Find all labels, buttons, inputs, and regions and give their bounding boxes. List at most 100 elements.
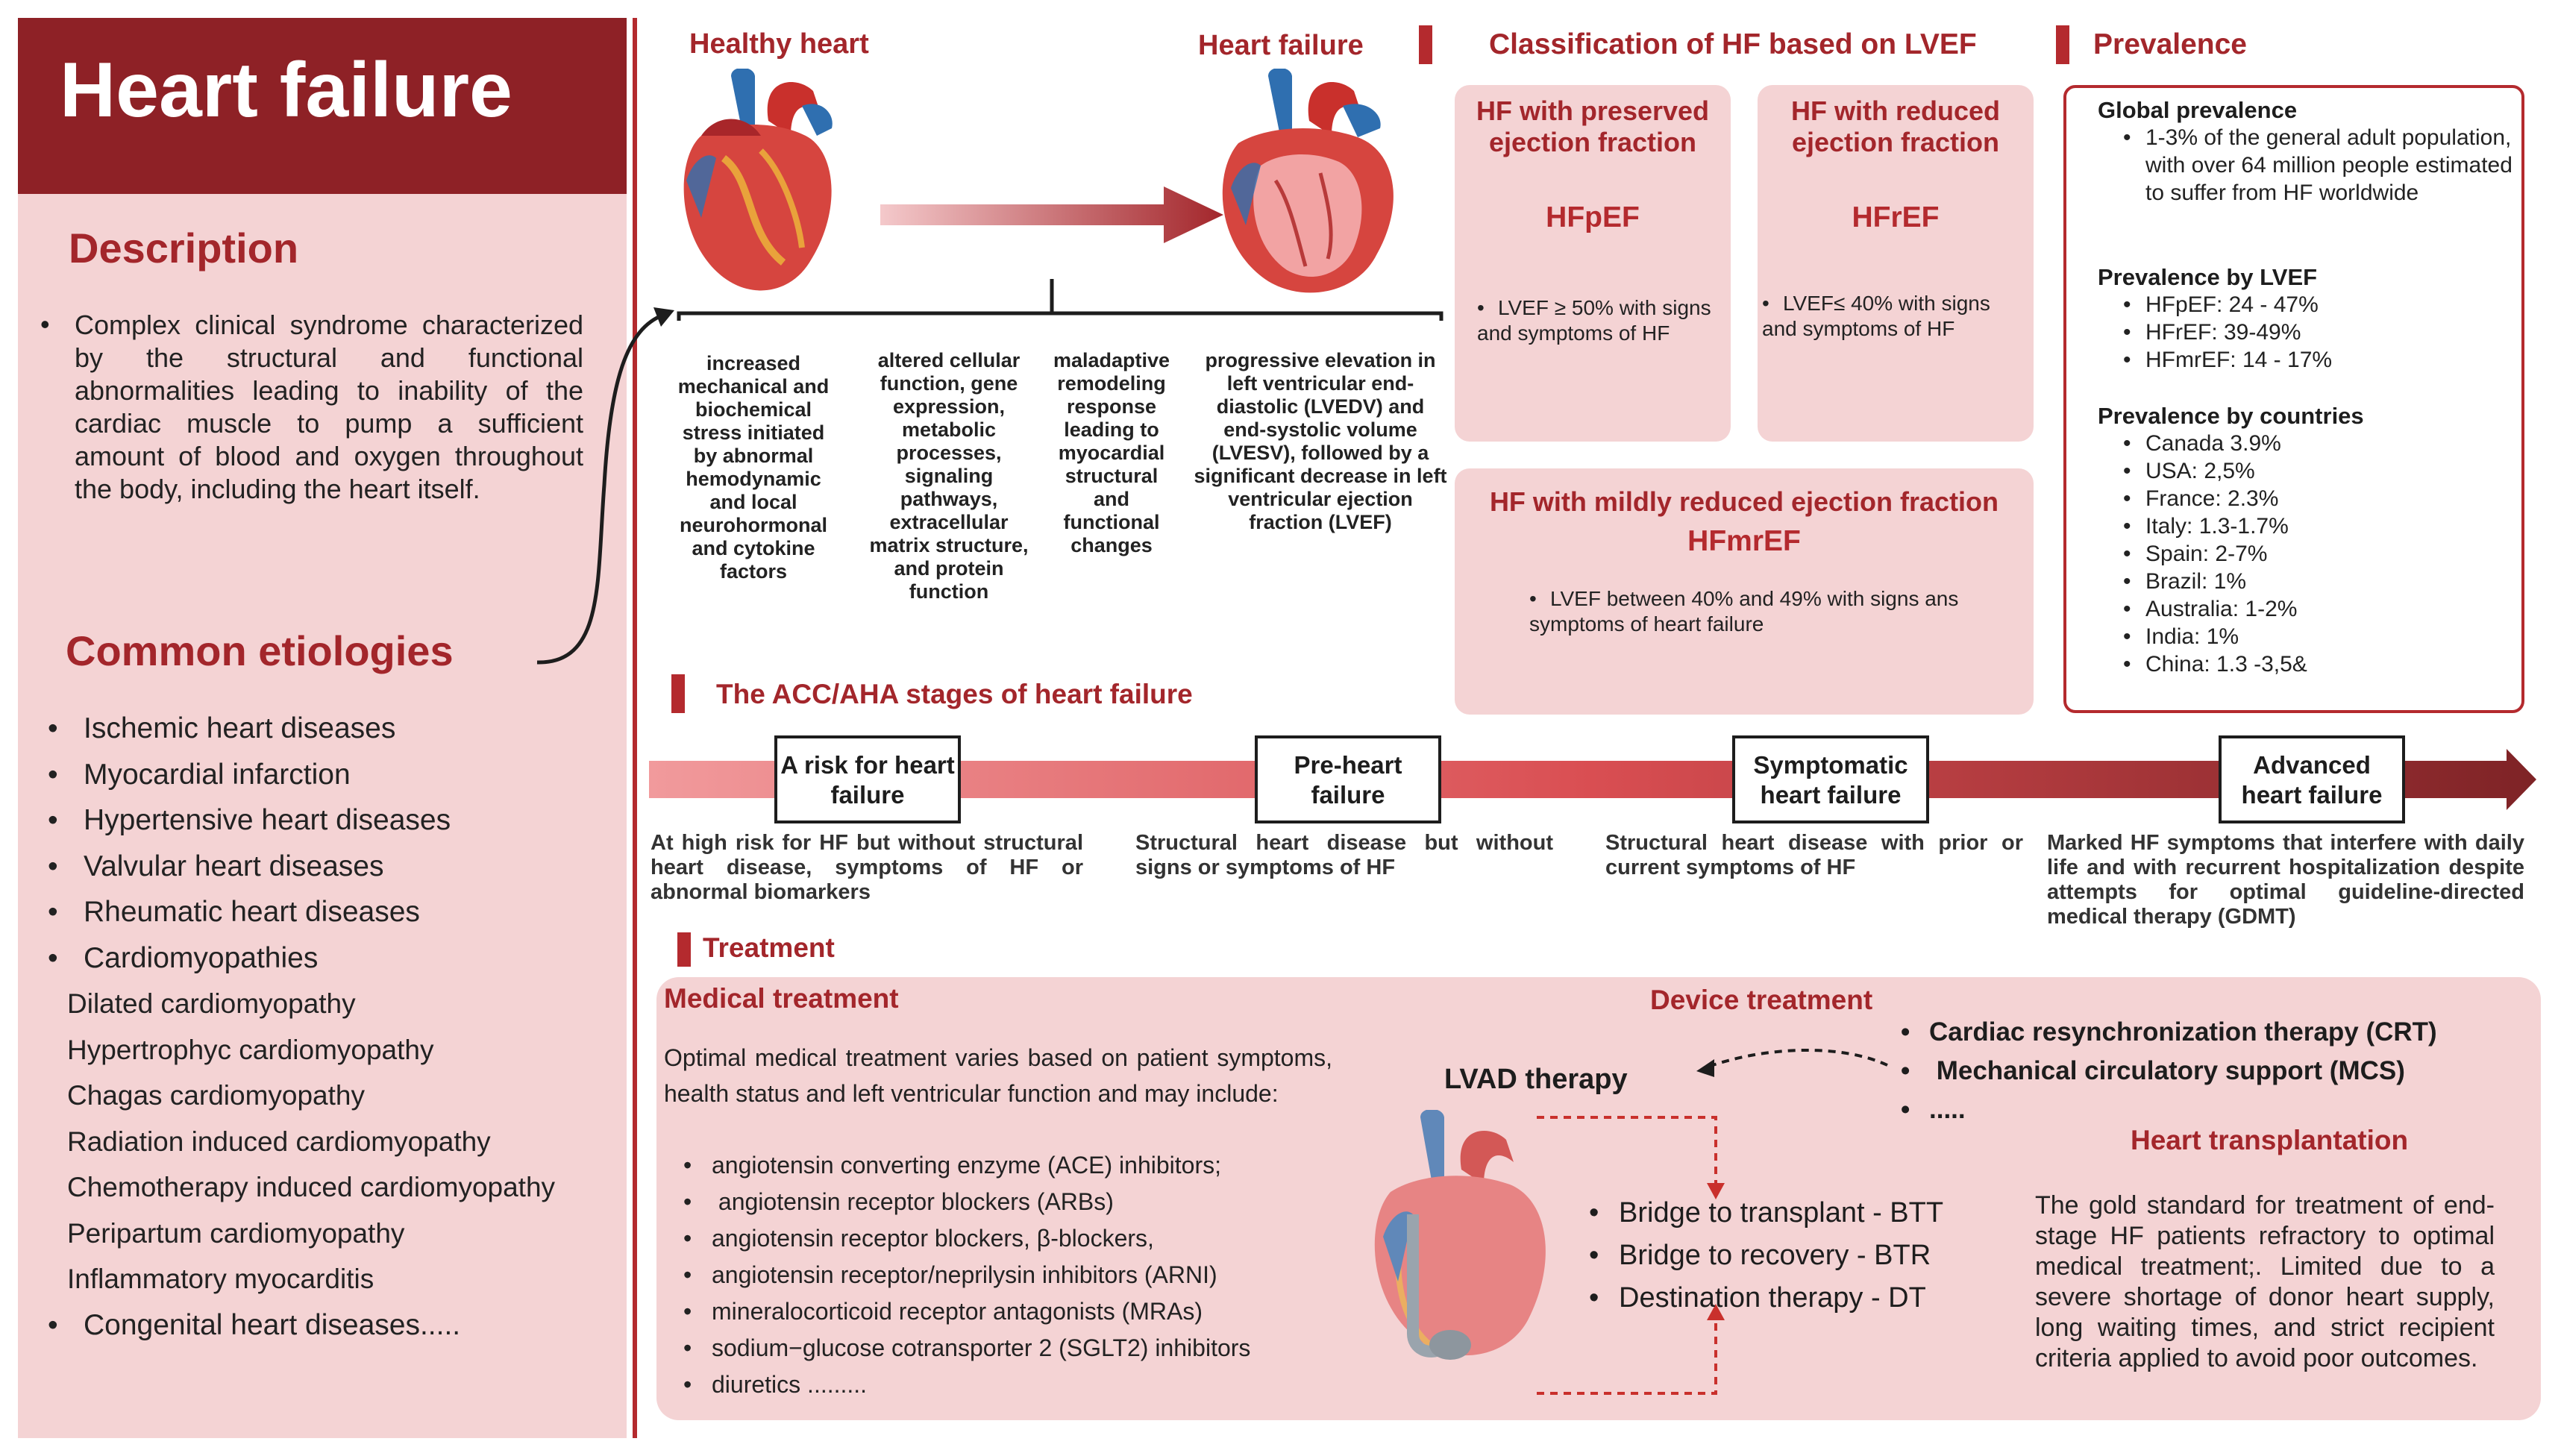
hfmref-card xyxy=(1455,468,2034,715)
section-marker xyxy=(671,674,685,713)
list-item: Bridge to transplant - BTT xyxy=(1589,1192,1943,1234)
hfpef-text: LVEF ≥ 50% with signs and symptoms of HF xyxy=(1477,295,1716,346)
list-item: Canada 3.9% xyxy=(2098,430,2515,457)
hfref-title: HF with reduced ejection fraction xyxy=(1790,95,2001,157)
list-item: Rheumatic heart diseases xyxy=(45,889,612,935)
list-item: HFpEF: 24 - 47% xyxy=(2098,291,2515,318)
heart-failure-label: Heart failure xyxy=(1198,30,1364,61)
list-item: Australia: 1-2% xyxy=(2098,595,2515,623)
device-list: Cardiac resynchronization therapy (CRT) … xyxy=(1901,1013,2437,1129)
failing-heart-icon xyxy=(1222,69,1394,293)
prevalence-heading: Prevalence xyxy=(2093,28,2247,60)
section-marker xyxy=(677,932,691,967)
page-title: Heart failure xyxy=(60,47,512,134)
list-item: Destination therapy - DT xyxy=(1589,1277,1943,1320)
vertical-divider xyxy=(633,18,637,1438)
list-item: Brazil: 1% xyxy=(2098,568,2515,595)
hfmref-criteria: LVEF between 40% and 49% with signs ans … xyxy=(1529,587,1959,636)
medical-treatment-heading: Medical treatment xyxy=(664,983,899,1014)
stage-b-box: Pre-heart failure xyxy=(1255,735,1441,823)
treatment-heading: Treatment xyxy=(703,932,835,963)
sub-list-item: Chemotherapy induced cardiomyopathy xyxy=(67,1172,556,1202)
sub-list-item: Hypertrophyc cardiomyopathy xyxy=(67,1034,434,1065)
stage-d-box: Advanced heart failure xyxy=(2219,735,2405,823)
list-item: Bridge to recovery - BTR xyxy=(1589,1234,1943,1277)
bullet-icon xyxy=(1529,587,1550,610)
hfmref-text: LVEF between 40% and 49% with signs ans … xyxy=(1529,586,1992,637)
bullet-icon: • xyxy=(40,309,50,339)
list-item: 1-3% of the general adult population, wi… xyxy=(2098,124,2515,207)
list-item: China: 1.3 -3,5& xyxy=(2098,650,2515,678)
hfpef-title: HF with preserved ejection fraction xyxy=(1476,95,1710,157)
progression-arrow-icon xyxy=(880,186,1223,243)
list-item: France: 2.3% xyxy=(2098,485,2515,512)
medication-list: angiotensin converting enzyme (ACE) inhi… xyxy=(683,1147,1340,1403)
list-item: USA: 2,5% xyxy=(2098,457,2515,485)
device-flow-arrows xyxy=(1537,1049,1888,1395)
hfmref-abbr: HFmrEF xyxy=(1687,525,1801,557)
mechanism-text: maladaptive remodeling response leading … xyxy=(1053,349,1170,556)
sub-list-item: Radiation induced cardiomyopathy xyxy=(67,1126,491,1157)
stage-c-description: Structural heart disease with prior or c… xyxy=(1605,831,2023,879)
heart-transplantation-text: The gold standard for treatment of end-s… xyxy=(2035,1191,2495,1372)
list-item: ..... xyxy=(1901,1091,2437,1129)
description-text: Complex clinical syndrome characterized … xyxy=(75,310,583,504)
mechanism-text: progressive elevation in left ventricula… xyxy=(1194,349,1447,533)
title-banner xyxy=(18,18,627,194)
list-item: diuretics ......... xyxy=(683,1366,1340,1403)
country-prevalence-list: Canada 3.9% USA: 2,5% France: 2.3% Italy… xyxy=(2098,430,2515,678)
list-item: Cardiac resynchronization therapy (CRT) xyxy=(1901,1013,2437,1052)
country-prevalence-heading: Prevalence by countries xyxy=(2098,403,2364,429)
list-item: Italy: 1.3-1.7% xyxy=(2098,512,2515,540)
list-item: Ischemic heart diseases xyxy=(45,706,612,752)
etiologies-heading: Common etiologies xyxy=(66,627,454,674)
hfmref-title: HF with mildly reduced ejection fraction xyxy=(1489,486,1999,517)
stage-progression-arrow xyxy=(649,749,2536,810)
lvad-heart-icon xyxy=(1374,1110,1546,1360)
hfref-card xyxy=(1758,85,2034,442)
hfpef-abbr: HFpEF xyxy=(1546,201,1640,233)
hfpef-criteria: LVEF ≥ 50% with signs and symptoms of HF xyxy=(1477,296,1711,345)
stage-c-box: Symptomatic heart failure xyxy=(1732,735,1929,823)
sub-list-item: Chagas cardiomyopathy xyxy=(67,1080,365,1111)
hfpef-card xyxy=(1455,85,1731,442)
list-item: India: 1% xyxy=(2098,623,2515,650)
device-treatment-heading: Device treatment xyxy=(1650,985,1873,1015)
etiologies-list: Ischemic heart diseases Myocardial infar… xyxy=(45,706,612,1348)
list-item: sodium−glucose cotransporter 2 (SGLT2) i… xyxy=(683,1330,1340,1366)
curved-arrow-icon xyxy=(536,307,674,665)
mechanism-text: increased mechanical and biochemical str… xyxy=(677,352,830,583)
section-marker xyxy=(2056,25,2069,64)
global-prevalence-heading: Global prevalence xyxy=(2098,97,2298,123)
global-prevalence-list: 1-3% of the general adult population, wi… xyxy=(2098,124,2515,207)
hfref-text: LVEF≤ 40% with signs and symptoms of HF xyxy=(1762,291,2016,342)
healthy-heart-icon xyxy=(683,69,833,291)
lvef-prevalence-heading: Prevalence by LVEF xyxy=(2098,264,2318,290)
mechanism-text: altered cellular function, gene expressi… xyxy=(869,349,1029,603)
description-heading: Description xyxy=(69,225,299,272)
list-item: Valvular heart diseases xyxy=(45,844,612,890)
section-marker xyxy=(1419,25,1432,64)
sub-list-item: Peripartum cardiomyopathy xyxy=(67,1217,405,1249)
sub-list-item: Dilated cardiomyopathy xyxy=(67,988,356,1019)
list-item: HFmrEF: 14 - 17% xyxy=(2098,346,2515,374)
hfref-criteria: LVEF≤ 40% with signs and symptoms of HF xyxy=(1762,292,1990,340)
list-item: angiotensin receptor blockers, β-blocker… xyxy=(683,1220,1340,1257)
stage-a-description: At high risk for HF but without structur… xyxy=(651,831,1083,904)
list-item: Mechanical circulatory support (MCS) xyxy=(1901,1052,2437,1091)
stage-a-box: A risk for heart failure xyxy=(774,735,961,823)
lvad-heading: LVAD therapy xyxy=(1444,1064,1628,1095)
stage-d-description: Marked HF symptoms that interfere with d… xyxy=(2047,831,2524,929)
lvef-prevalence-list: HFpEF: 24 - 47% HFrEF: 39-49% HFmrEF: 14… xyxy=(2098,291,2515,374)
stages-heading: The ACC/AHA stages of heart failure xyxy=(716,679,1193,709)
medical-treatment-intro: Optimal medical treatment varies based o… xyxy=(664,1044,1332,1107)
heart-transplantation-heading: Heart transplantation xyxy=(2131,1125,2409,1155)
list-item: HFrEF: 39-49% xyxy=(2098,318,2515,346)
sub-list-item: Inflammatory myocarditis xyxy=(67,1264,374,1294)
list-item: Congenital heart diseases..... xyxy=(45,1302,612,1349)
bullet-icon xyxy=(1762,292,1783,315)
stage-b-description: Structural heart disease but without sig… xyxy=(1135,831,1553,879)
list-item: angiotensin receptor blockers (ARBs) xyxy=(683,1184,1340,1220)
list-item: Cardiomyopathies xyxy=(45,935,612,982)
healthy-heart-label: Healthy heart xyxy=(689,28,869,60)
